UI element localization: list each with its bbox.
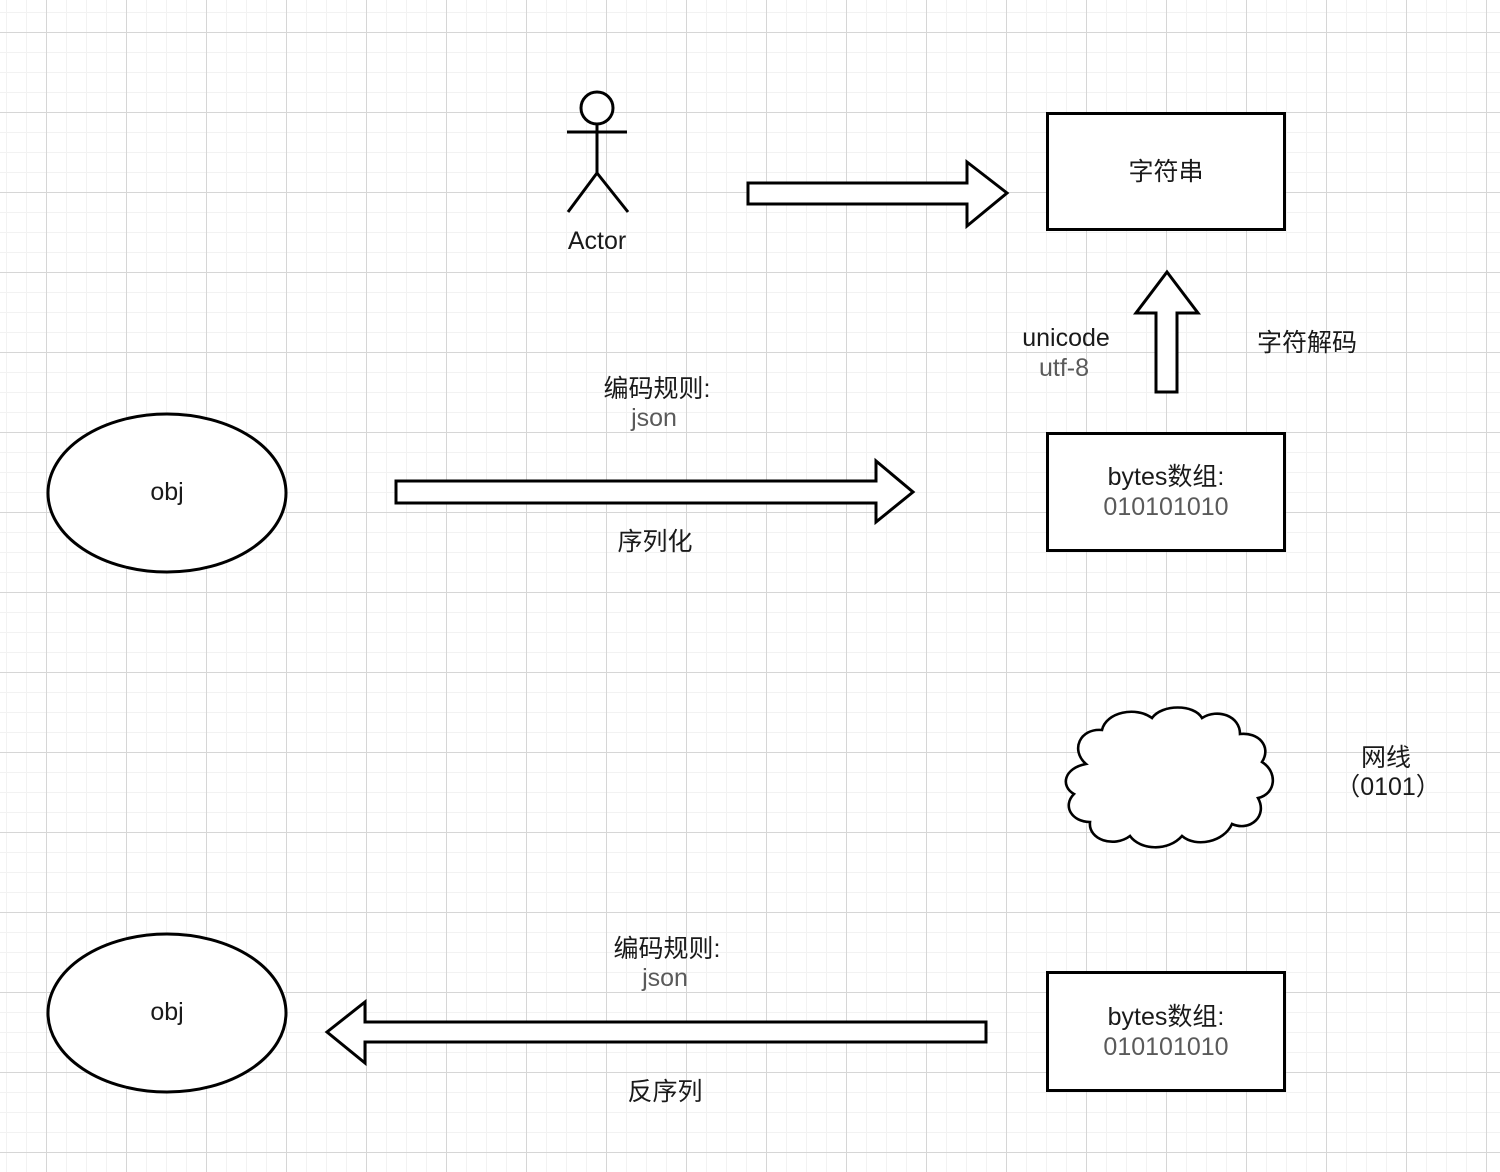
serialize-rule-label: 编码规则: bbox=[603, 375, 711, 403]
bytes-box-bottom-value: 010101010 bbox=[1103, 1032, 1229, 1061]
deserialize-arrow[interactable] bbox=[322, 997, 992, 1067]
deserialize-rule-value: json bbox=[642, 964, 688, 992]
string-box[interactable]: 字符串 bbox=[1046, 112, 1286, 231]
obj-label-bottom: obj bbox=[150, 998, 184, 1026]
obj-label-top: obj bbox=[150, 478, 184, 506]
bytes-box-top[interactable]: bytes数组: 010101010 bbox=[1046, 432, 1286, 552]
decode-up-arrow[interactable] bbox=[1128, 266, 1204, 396]
decode-label: 字符解码 bbox=[1256, 329, 1358, 357]
unicode-label: unicode bbox=[1022, 324, 1110, 352]
bytes-box-top-value: 010101010 bbox=[1103, 493, 1229, 521]
utf8-label: utf-8 bbox=[1038, 354, 1090, 382]
network-label: 网线 bbox=[1360, 744, 1412, 772]
network-value: （0101） bbox=[1335, 773, 1441, 801]
bytes-box-bottom-title: bytes数组: bbox=[1107, 1002, 1225, 1031]
obj-ellipse-bottom[interactable] bbox=[44, 930, 290, 1096]
obj-ellipse-top[interactable] bbox=[44, 410, 290, 576]
network-cloud[interactable] bbox=[1056, 702, 1282, 850]
actor-figure-icon[interactable] bbox=[557, 86, 637, 218]
serialize-rule-value: json bbox=[631, 404, 677, 432]
deserialize-action-label: 反序列 bbox=[627, 1078, 703, 1106]
string-box-label: 字符串 bbox=[1128, 157, 1204, 186]
actor-to-string-arrow[interactable] bbox=[740, 158, 1012, 230]
bytes-box-top-title: bytes数组: bbox=[1107, 463, 1225, 491]
serialize-action-label: 序列化 bbox=[617, 528, 693, 556]
bytes-box-bottom[interactable]: bytes数组: 010101010 bbox=[1046, 971, 1286, 1092]
actor-label: Actor bbox=[567, 227, 627, 255]
serialize-arrow[interactable] bbox=[392, 457, 918, 527]
deserialize-rule-label: 编码规则: bbox=[613, 935, 721, 963]
